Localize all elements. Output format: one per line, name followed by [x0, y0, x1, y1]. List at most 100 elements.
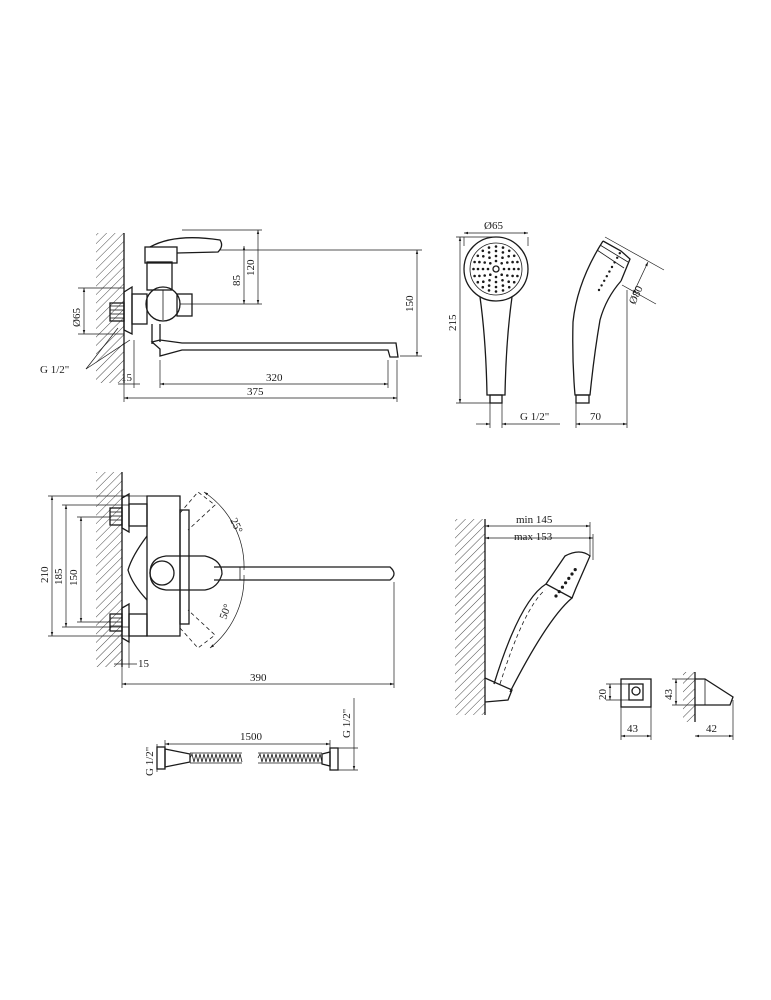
hose-section-right [257, 752, 323, 764]
nozzle-dot [476, 254, 480, 258]
nozzle-dot [511, 260, 514, 264]
nozzle-dot [487, 289, 491, 292]
dim-head-d65: Ø65 [484, 220, 503, 232]
nozzle-dot [494, 290, 498, 293]
nozzle-dot [501, 284, 505, 287]
dim-top-320: 320 [266, 372, 283, 384]
shower-hose [156, 746, 339, 771]
nozzle-dot [516, 274, 519, 278]
dim-top-d65: Ø65 [71, 308, 83, 327]
shower-hose-dimensions: 1500 G 1/2" G 1/2" [144, 698, 358, 776]
dim-clip-20: 20 [597, 689, 609, 701]
dim-mid-390: 390 [250, 672, 267, 684]
side-nozzle-dot [608, 270, 611, 273]
side-nozzle-dot [600, 284, 603, 287]
wall-clip-side: 43 42 [663, 672, 734, 740]
nozzle-dot [501, 279, 504, 282]
wall-hatch-clip [683, 672, 695, 722]
wall-clip-front: 20 43 [597, 678, 652, 740]
nozzle-dot [478, 274, 481, 278]
side-nozzle-dot [616, 256, 619, 259]
shower-head-side [572, 240, 631, 404]
nozzle-dot [494, 280, 498, 284]
shower-head-front-dimensions: Ø65 215 G 1/2" [447, 220, 560, 428]
dim-top-15: 15 [121, 372, 133, 384]
nozzle-dot [506, 261, 509, 264]
nozzle-dot [476, 267, 480, 271]
nozzle-dot [511, 274, 514, 278]
dim-top-85: 85 [231, 275, 243, 287]
dim-holder-min: min 145 [516, 514, 553, 526]
dim-mid-25deg: 25° [227, 516, 244, 535]
nozzle-dot [494, 254, 498, 258]
holder-nozzle-dot [554, 594, 558, 598]
hose-coil [257, 752, 323, 763]
dim-hose-g12-left: G 1/2" [144, 747, 156, 776]
nozzle-dot [512, 267, 516, 271]
nozzle-dot [512, 254, 516, 258]
hose-section-left [189, 752, 243, 764]
nozzle-dot [478, 260, 481, 264]
shower-head-front [463, 236, 529, 404]
mixer-front-dimensions: 210 185 150 15 390 [39, 495, 395, 688]
dim-mid-15: 15 [138, 658, 150, 670]
dim-clip-42: 42 [706, 723, 717, 735]
nozzle-dot [487, 246, 491, 249]
dim-mid-50deg: 50° [218, 602, 235, 621]
holder-nozzle-dot [573, 568, 577, 572]
nozzle-dot [483, 261, 487, 264]
shower-holder-view [455, 519, 591, 715]
nozzle-dot [483, 274, 487, 277]
nozzle-dot [501, 256, 504, 260]
dim-top-120: 120 [245, 259, 257, 276]
nozzle-center [492, 265, 500, 273]
nozzle-dot [472, 267, 475, 271]
dim-mid-185: 185 [53, 568, 65, 585]
holder-nozzle-dot [564, 581, 568, 585]
nozzle-dot [500, 273, 504, 277]
dim-holder-max: max 153 [514, 531, 553, 543]
nozzle-dot [481, 249, 485, 253]
nozzle-dot [516, 260, 519, 264]
side-nozzle-dot [613, 261, 616, 264]
nozzle-dot [507, 249, 511, 253]
dim-mid-150: 150 [68, 569, 80, 586]
hose-coil [189, 752, 243, 763]
nozzle-dot [482, 280, 485, 284]
nozzle-dot [501, 251, 505, 254]
holder-nozzle-dot [567, 576, 571, 581]
nozzle-dot [494, 285, 498, 289]
side-nozzle-dot [597, 288, 601, 292]
dim-top-375: 375 [247, 386, 264, 398]
nozzle-dot [473, 274, 476, 278]
nozzle-dot [481, 267, 485, 271]
mixer-front-view: 25° 50° [96, 472, 395, 667]
nozzle-dot [507, 267, 511, 271]
mixer-side-dimensions: Ø65 G 1/2" 15 320 375 85 120 150 [40, 229, 422, 402]
shower-head-side-nozzles [597, 252, 621, 292]
nozzle-dot [506, 274, 509, 277]
nozzle-dot [488, 256, 491, 260]
mixer-side-view [96, 233, 399, 383]
nozzle-dot [489, 262, 492, 265]
dim-mid-210: 210 [39, 566, 51, 583]
nozzle-dot [473, 260, 476, 264]
holder-shower-nozzles [554, 568, 577, 598]
side-nozzle-dot [610, 265, 614, 269]
nozzle-dot [494, 275, 498, 279]
dim-head-d80: Ø80 [627, 284, 646, 307]
nozzle-dot [507, 285, 511, 289]
dim-top-g12: G 1/2" [40, 364, 69, 376]
nozzle-dot [512, 280, 516, 284]
nozzle-dot [494, 249, 498, 253]
nozzle-dot [488, 279, 491, 282]
nozzle-dot [494, 259, 498, 263]
nozzle-dot [482, 254, 485, 258]
holder-nozzle-dot [560, 585, 565, 589]
nozzle-dot [489, 273, 492, 277]
nozzle-dot [501, 246, 505, 249]
side-nozzle-dot [618, 252, 621, 255]
dim-head-215: 215 [447, 314, 459, 331]
holder-nozzle-dot [557, 590, 561, 594]
